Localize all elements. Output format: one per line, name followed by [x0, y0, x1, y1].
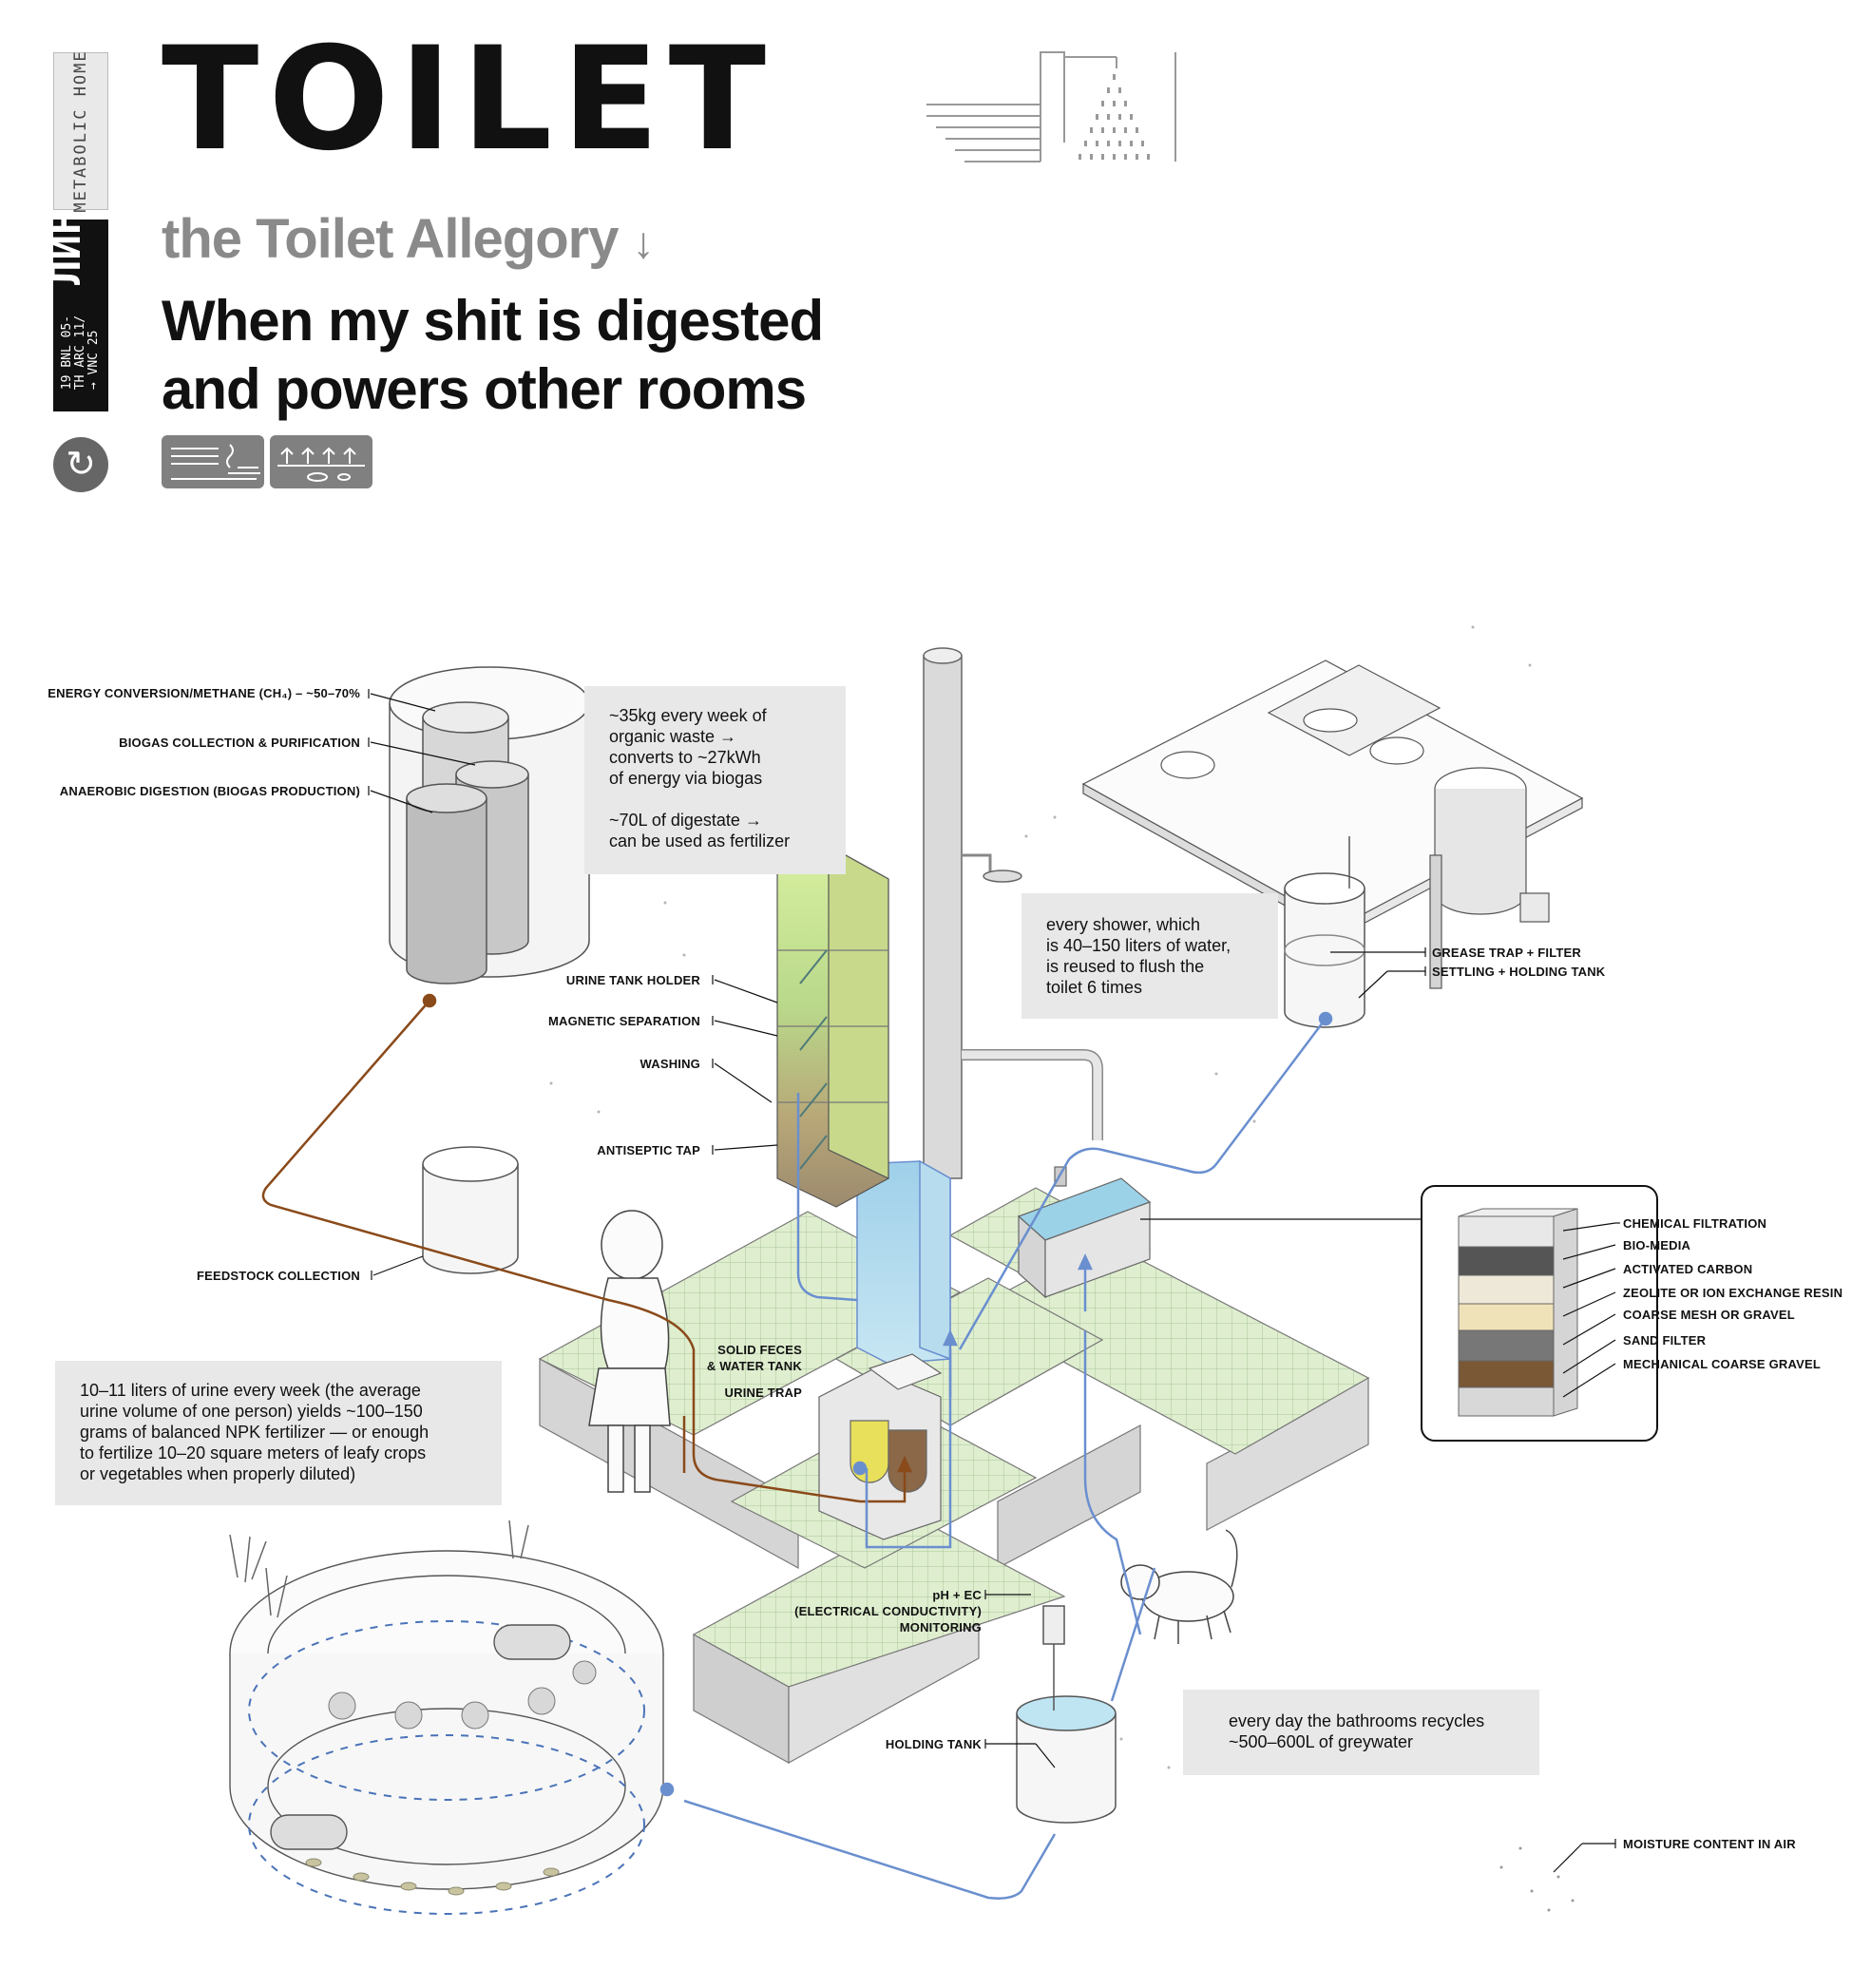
headline: When my shit is digested and powers othe…	[162, 289, 824, 421]
cat-figure	[1120, 1529, 1238, 1644]
blue-flow	[659, 1011, 1333, 1900]
label-energy: ENERGY CONVERSION/METHANE (CH₄) – ~50–70…	[48, 686, 360, 700]
toilet-unit	[818, 1353, 943, 1540]
metabolic-home-tag: METABOLIC HOME	[53, 49, 108, 213]
greywater-tank	[1017, 1166, 1152, 1299]
child-figure	[588, 1210, 671, 1493]
label-biogas-collection: BIOGAS COLLECTION & PURIFICATION	[119, 736, 360, 750]
feedstock-bin	[422, 1146, 519, 1274]
label-urine-trap: URINE TRAP	[724, 1386, 802, 1400]
grease-trap	[1284, 836, 1365, 1028]
bathroom-platform	[538, 1187, 1370, 1765]
label-solid-feces: SOLID FECES& WATER TANK	[706, 1343, 802, 1373]
page-title: TOILET	[162, 17, 776, 182]
label-washing: WASHING	[640, 1057, 700, 1071]
label-feedstock: FEEDSTOCK COLLECTION	[196, 1269, 360, 1283]
label-ph-ec: pH + EC(ELECTRICAL CONDUCTIVITY)MONITORI…	[794, 1588, 982, 1634]
label-urine-tank-holder: URINE TANK HOLDER	[565, 973, 700, 987]
urine-filter-wall	[776, 844, 889, 1208]
vent-pipe	[923, 647, 1103, 1179]
label-magnetic: MAGNETIC SEPARATION	[547, 1014, 700, 1028]
filter-layer-4: ZEOLITE OR ION EXCHANGE RESIN	[1623, 1286, 1843, 1300]
badge-row	[162, 435, 372, 488]
filter-layer-2: BIO-MEDIA	[1623, 1238, 1691, 1252]
filter-layer-7: MECHANICAL COARSE GRAVEL	[1623, 1357, 1821, 1371]
label-moisture: MOISTURE CONTENT IN AIR	[1623, 1837, 1796, 1851]
filter-layer-1: CHEMICAL FILTRATION	[1623, 1216, 1767, 1231]
filter-layer-6: SAND FILTER	[1623, 1333, 1707, 1348]
label-settling: SETTLING + HOLDING TANK	[1432, 965, 1606, 979]
subtitle: the Toilet Allegory ↓	[162, 208, 655, 270]
filter-layer-5: COARSE MESH OR GRAVEL	[1623, 1308, 1795, 1322]
label-holding-tank: HOLDING TANK	[885, 1737, 982, 1751]
garden-icon	[270, 435, 372, 488]
holding-tank	[1016, 1605, 1117, 1824]
label-grease-trap: GREASE TRAP + FILTER	[1432, 946, 1582, 960]
label-anaerobic: ANAEROBIC DIGESTION (BIOGAS PRODUCTION)	[59, 784, 360, 798]
shower-callout: every shower, which is 40–150 liters of …	[1021, 893, 1278, 1019]
shower-icon	[926, 51, 1176, 162]
filter-stack	[1421, 1185, 1658, 1442]
biogas-digester	[389, 666, 590, 984]
recycle-icon: ↻	[53, 437, 108, 492]
urine-callout: 10–11 liters of urine every week (the av…	[55, 1361, 502, 1505]
arrow-down-icon: ↓	[632, 218, 655, 267]
filter-layer-3: ACTIVATED CARBON	[1623, 1262, 1753, 1276]
logo-block: ЛИН 19 BNL 05- TH ARC 11/ → VNC 25	[42, 210, 108, 411]
kitchen-icon	[162, 435, 264, 488]
biogas-callout: ~35kg every week of organic waste → conv…	[584, 686, 846, 874]
label-antiseptic: ANTISEPTIC TAP	[597, 1143, 700, 1157]
aquaponics-ring	[229, 1550, 664, 1915]
water-tower	[856, 1159, 951, 1365]
side-strip: METABOLIC HOME ЛИН 19 BNL 05- TH ARC 11/…	[42, 49, 108, 411]
greywater-callout: every day the bathrooms recycles ~500–60…	[1183, 1690, 1539, 1775]
brown-flow	[261, 993, 912, 1503]
